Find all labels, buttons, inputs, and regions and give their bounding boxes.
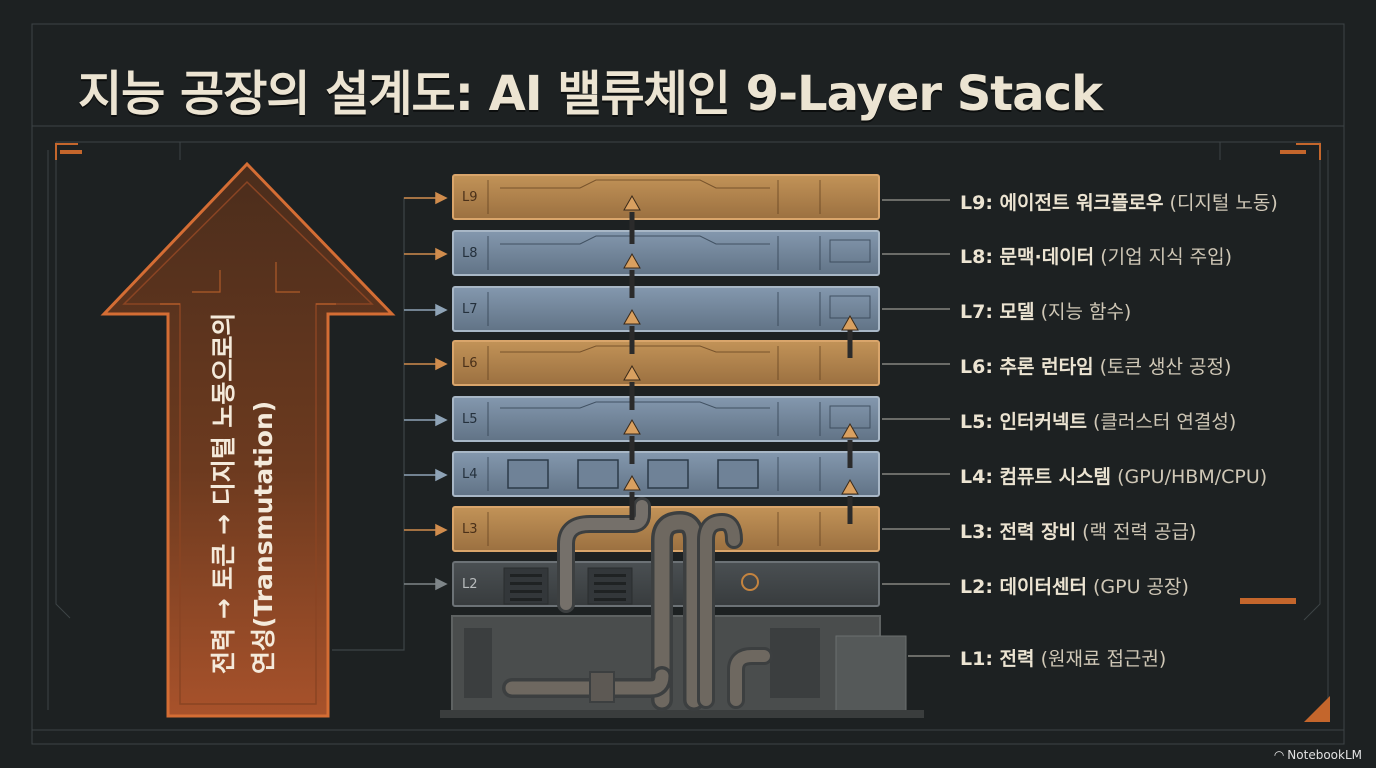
layer-l9-plate: L9: [452, 174, 880, 220]
layer-l4-code: L4: [462, 467, 478, 482]
label-l9-name: L9: 에이전트 워크플로우: [960, 192, 1164, 214]
label-l1-desc: (원재료 접근권): [1040, 648, 1167, 670]
label-l4: L4: 컴퓨트 시스템 (GPU/HBM/CPU): [960, 462, 1267, 489]
label-l5-desc: (클러스터 연결성): [1093, 411, 1237, 433]
label-l6-desc: (토큰 생산 공정): [1099, 356, 1232, 378]
layer-l8-plate: L8: [452, 230, 880, 276]
label-l3-name: L3: 전력 장비: [960, 521, 1077, 543]
layer-l7-plate: L7: [452, 286, 880, 332]
label-l4-name: L4: 컴퓨트 시스템: [960, 466, 1112, 488]
layer-l5-code: L5: [462, 412, 478, 427]
label-l7: L7: 모델 (지능 함수): [960, 297, 1131, 324]
label-l3-desc: (랙 전력 공급): [1082, 521, 1197, 543]
label-l8-desc: (기업 지식 주입): [1100, 246, 1233, 268]
label-l6-name: L6: 추론 런타임: [960, 356, 1094, 378]
notebooklm-icon: ◠: [1273, 748, 1285, 762]
label-l1-name: L1: 전력: [960, 648, 1035, 670]
label-l3: L3: 전력 장비 (랙 전력 공급): [960, 517, 1196, 544]
label-l7-desc: (지능 함수): [1040, 301, 1132, 323]
page-title: 지능 공장의 설계도: AI 밸류체인 9-Layer Stack: [78, 66, 1103, 122]
label-l2-desc: (GPU 공장): [1093, 576, 1189, 598]
layer-l6-plate: L6: [452, 340, 880, 386]
layer-l7-code: L7: [462, 302, 478, 317]
label-l2-name: L2: 데이터센터: [960, 576, 1087, 598]
label-l6: L6: 추론 런타임 (토큰 생산 공정): [960, 352, 1231, 379]
label-l1: L1: 전력 (원재료 접근권): [960, 644, 1166, 671]
layer-l9-code: L9: [462, 190, 478, 205]
layer-l2-code: L2: [462, 577, 478, 592]
label-l5-name: L5: 인터커넥트: [960, 411, 1087, 433]
layer-l8-code: L8: [462, 246, 478, 261]
label-l9: L9: 에이전트 워크플로우 (디지털 노동): [960, 188, 1278, 215]
label-l7-name: L7: 모델: [960, 301, 1035, 323]
label-l8-name: L8: 문맥·데이터: [960, 246, 1095, 268]
label-l8: L8: 문맥·데이터 (기업 지식 주입): [960, 242, 1232, 269]
brand-watermark: ◠NotebookLM: [1274, 748, 1362, 762]
layer-l6-code: L6: [462, 356, 478, 371]
label-l9-desc: (디지털 노동): [1169, 192, 1278, 214]
label-l2: L2: 데이터센터 (GPU 공장): [960, 572, 1189, 599]
layer-l5-plate: L5: [452, 396, 880, 442]
layer-l3-code: L3: [462, 522, 478, 537]
label-l5: L5: 인터커넥트 (클러스터 연결성): [960, 407, 1236, 434]
brand-text: NotebookLM: [1287, 748, 1362, 762]
label-l4-desc: (GPU/HBM/CPU): [1117, 466, 1268, 488]
